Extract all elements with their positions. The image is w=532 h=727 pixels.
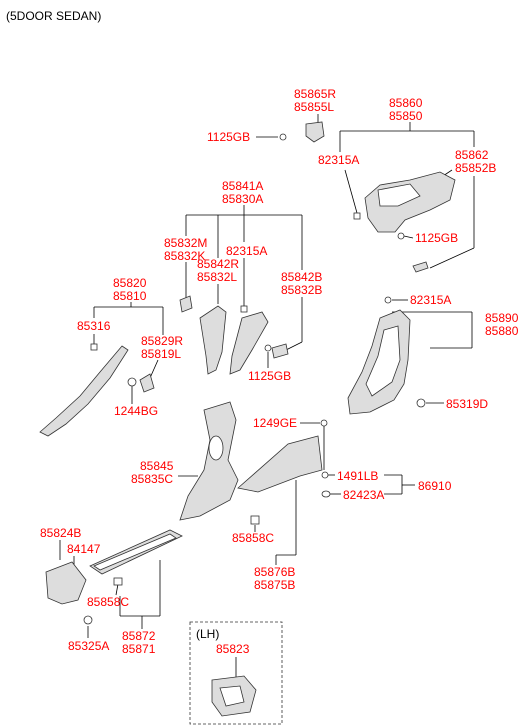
bolt-part-left [127,377,137,387]
label-85842B: 85842B [281,270,322,284]
label-85876B: 85876B [254,565,295,579]
clip-part-center [240,305,248,313]
end-cap-part [412,261,429,273]
inset-title: (LH) [196,627,219,641]
rear-sill-trim-part [237,435,323,493]
label-85829R: 85829R [141,334,183,348]
label-85845: 85845 [140,459,174,473]
label-82315A-a: 82315A [318,153,359,167]
label-85858C-a: 85858C [232,531,274,545]
label-85841A: 85841A [222,179,263,193]
label-85832B: 85832B [281,283,322,297]
label-85832L: 85832L [197,270,237,284]
rear-pillar-trim-part [364,171,456,233]
small-trim-part [179,295,193,313]
front-pillar-trim-part [39,345,129,437]
label-85325A: 85325A [68,639,109,653]
rear-pillar-trim-group: 85860 85850 82315A 85862 85852B 1125GB [318,96,496,273]
front-pillar-group: 85820 85810 85316 85829R 85819L 1244BG [39,276,183,437]
label-85871: 85871 [122,642,156,656]
label-85858C-b: 85858C [87,595,129,609]
center-pillar-lower-part [179,401,239,521]
fastener-part [321,471,329,479]
lh-inset: (LH) 85823 [189,621,283,725]
diagram-title: (5DOOR SEDAN) [6,9,101,23]
label-85890: 85890 [485,311,519,325]
label-84147: 84147 [67,542,101,556]
label-85842R: 85842R [197,257,239,271]
clip-part-right [384,296,392,304]
label-85852B: 85852B [455,161,496,175]
rear-side-trim-group: 82315A 85890 85880 85319D [347,293,519,415]
label-86910: 86910 [418,479,452,493]
front-sill-group: 85824B 84147 85858C 85872 85871 85325A [40,526,183,656]
clip-part-left [90,343,98,351]
end-trim-part [271,343,289,359]
label-85830A: 85830A [222,192,263,206]
label-1125GB-top: 1125GB [207,130,250,144]
bolt-part-mid [264,344,272,352]
label-1125GB-right: 1125GB [415,231,458,245]
bolt-part-rear [416,398,426,408]
bolt-part-sill [83,615,93,625]
front-sill-trim-face [93,533,177,571]
label-1244BG: 1244BG [114,404,158,418]
small-bracket-part [305,121,325,143]
center-pillar-group: 85841A 85830A 85832M 85832K 82315A 85842… [164,179,322,383]
inset-frame [189,621,283,725]
clip-part-lower [250,515,260,525]
bracket-group-85865R: 85865R 85855L 1125GB [207,87,336,144]
label-82423A: 82423A [343,488,384,502]
screw-part [320,419,328,427]
label-85319D: 85319D [446,397,488,411]
label-85316: 85316 [77,319,111,333]
label-85862: 85862 [455,148,489,162]
label-85820: 85820 [113,276,147,290]
clip-part-sill [113,577,123,586]
label-85810: 85810 [113,289,147,303]
label-85880: 85880 [485,324,519,338]
pillar-trim-part-a [199,305,227,375]
label-85860: 85860 [389,96,423,110]
label-85855L: 85855L [294,100,334,114]
pillar-clip-part [139,373,155,393]
pillar-opening [208,435,224,461]
center-pillar-lower-group: 85845 85835C 85858C 85876B 85875B [131,401,323,592]
kick-panel-part [45,561,87,605]
bolt-part-right [397,232,405,240]
label-85832M: 85832M [164,236,207,250]
label-85865R: 85865R [294,87,336,101]
lh-kick-panel-face [219,685,245,707]
label-85823: 85823 [216,642,250,656]
label-82315A-b: 82315A [226,244,267,258]
pillar-trim-part-b [229,311,269,375]
rear-pillar-trim-face [377,183,421,207]
label-1249GE: 1249GE [253,416,297,430]
hardware-group: 1249GE 1491LB 86910 82423A [253,416,452,502]
bolt-part [279,133,287,141]
label-85875B: 85875B [254,578,295,592]
clip-part [353,212,361,220]
rear-side-trim-face [365,325,401,397]
label-85872: 85872 [122,629,156,643]
label-82315A-c: 82315A [410,293,451,307]
label-1125GB-mid: 1125GB [248,369,291,383]
label-85850: 85850 [389,109,423,123]
label-85832K: 85832K [164,249,205,263]
label-1491LB: 1491LB [337,469,378,483]
label-85819L: 85819L [141,347,181,361]
label-85835C: 85835C [131,472,173,486]
label-85824B: 85824B [40,526,81,540]
washer-part [321,490,331,498]
